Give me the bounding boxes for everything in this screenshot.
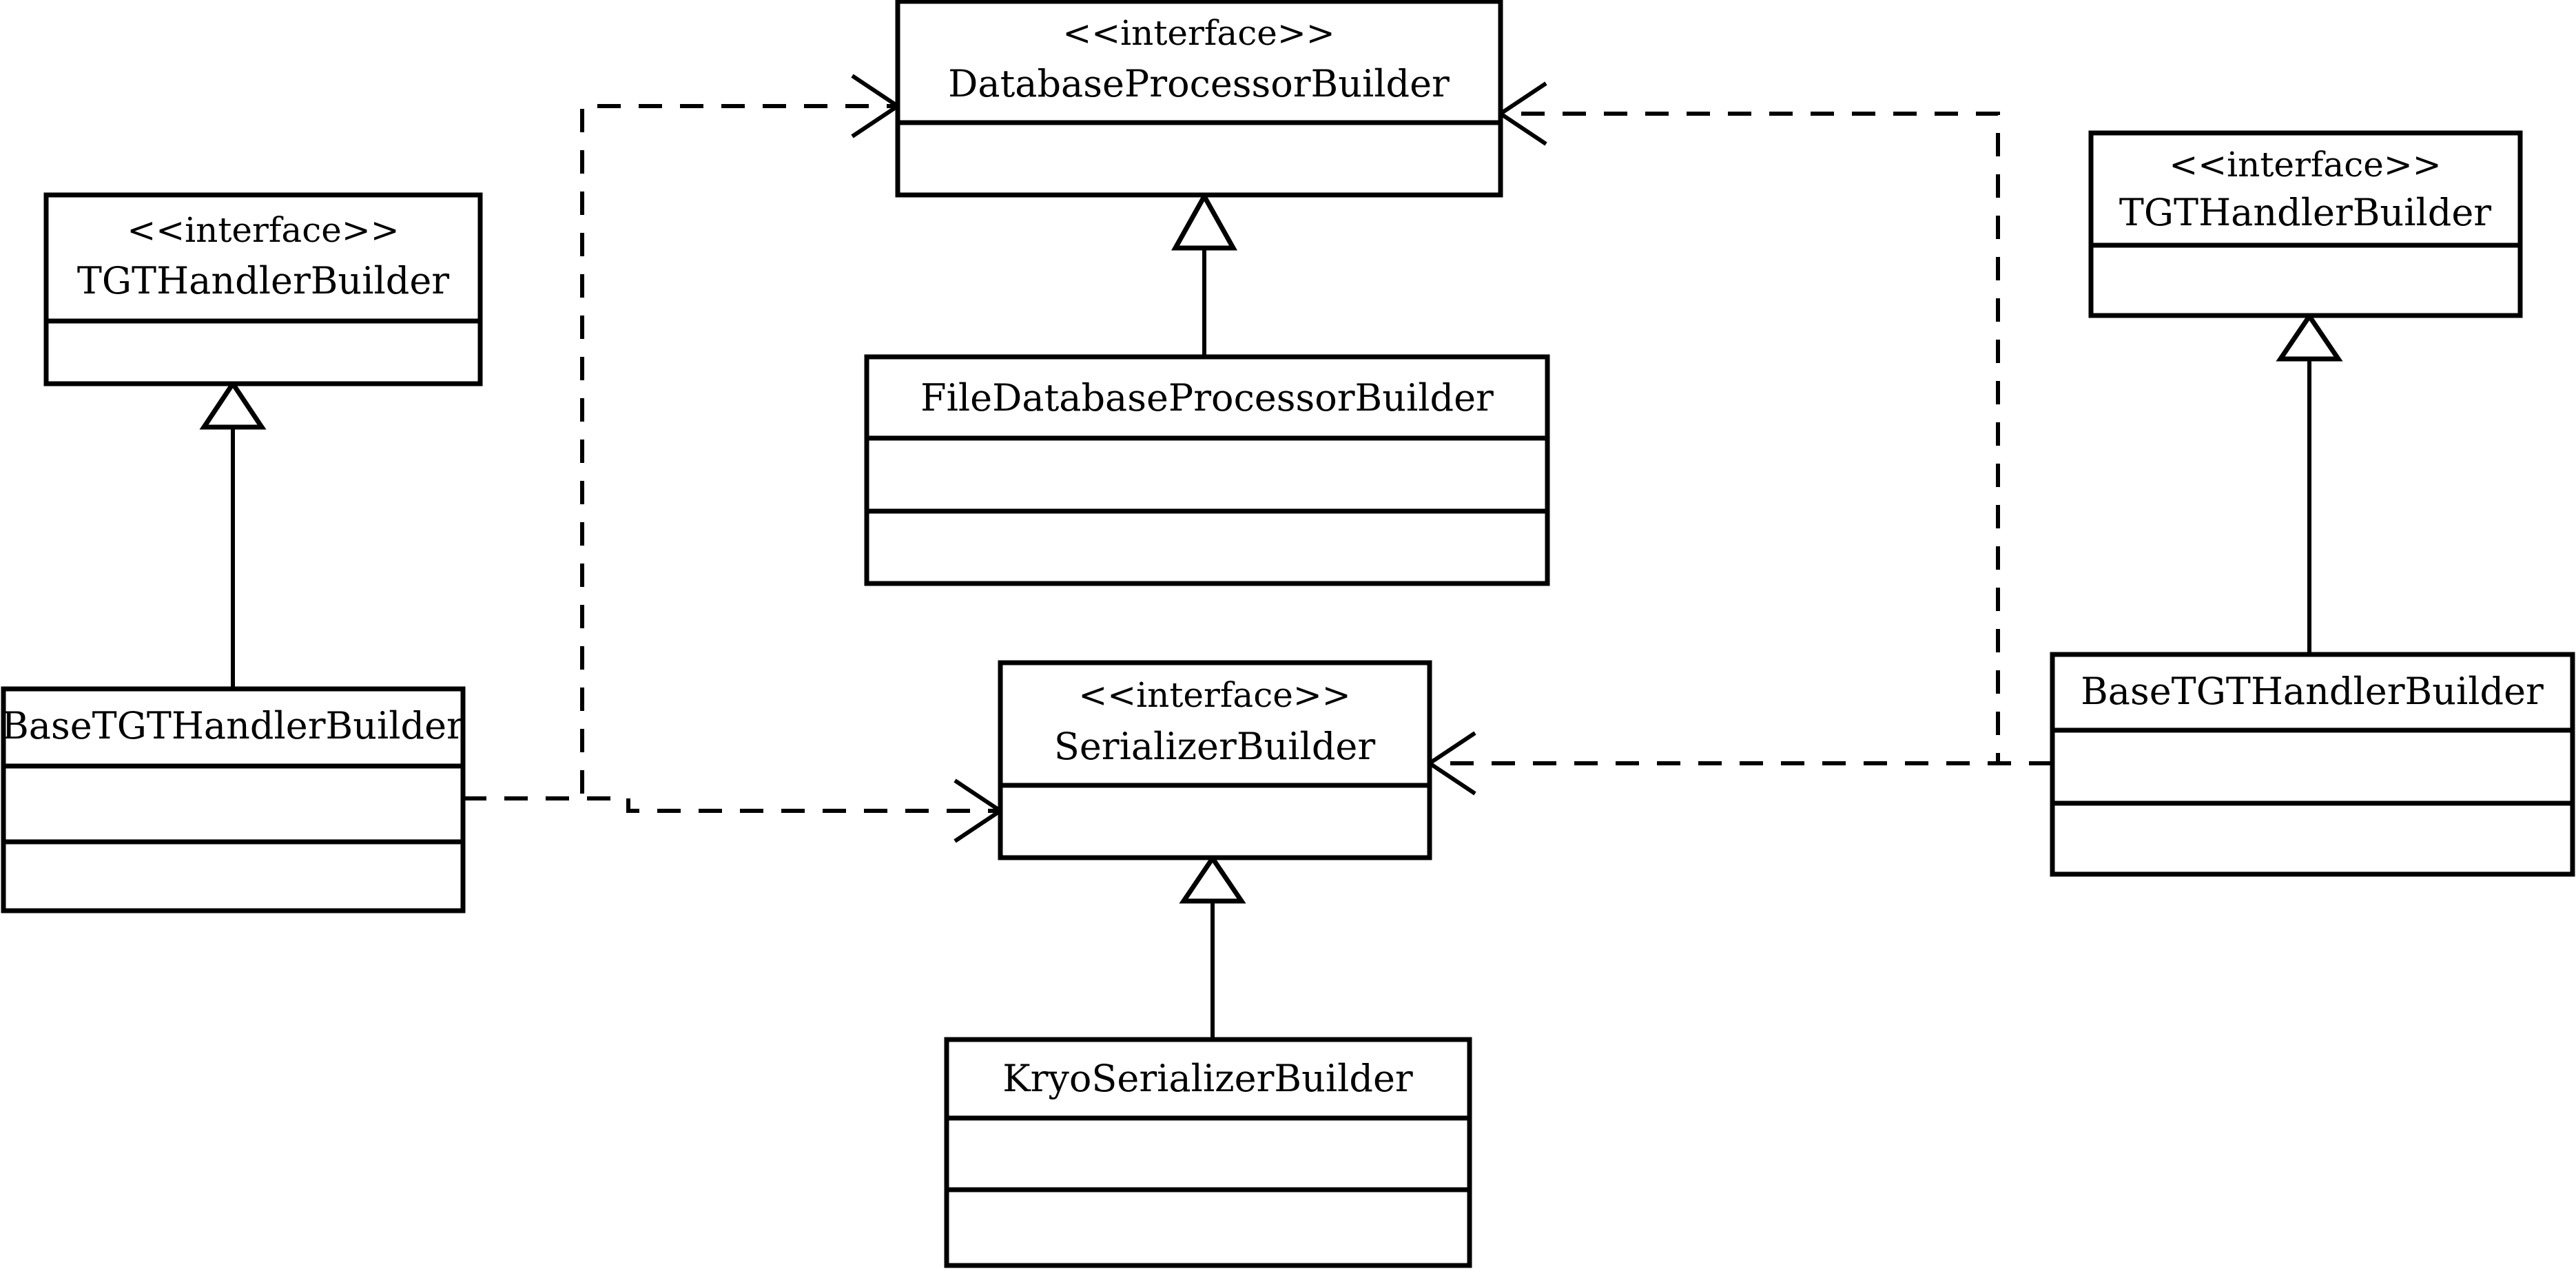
dependency-base-tgt-left-to-db-processor bbox=[463, 74, 902, 800]
class-box-tgt-handler-builder-left[interactable]: <<interface>> TGTHandlerBuilder bbox=[43, 192, 483, 386]
class-name: BaseTGTHandlerBuilder bbox=[2081, 670, 2544, 713]
class-box-base-tgt-handler-builder-right[interactable]: BaseTGTHandlerBuilder bbox=[2050, 652, 2575, 877]
dependency-base-tgt-left-to-serializer bbox=[463, 778, 1004, 843]
class-name: TGTHandlerBuilder bbox=[2119, 191, 2491, 234]
generalization-base-tgt-right-to-tgt-right bbox=[2276, 311, 2343, 654]
class-box-serializer-builder[interactable]: <<interface>> SerializerBuilder bbox=[998, 660, 1432, 860]
class-stereotype: <<interface>> bbox=[1062, 13, 1335, 53]
class-stereotype: <<interface>> bbox=[2169, 145, 2441, 185]
class-stereotype: <<interface>> bbox=[1078, 675, 1350, 715]
class-box-base-tgt-handler-builder-left[interactable]: BaseTGTHandlerBuilder bbox=[1, 686, 466, 913]
generalization-file-db-to-db-processor bbox=[1171, 191, 1237, 357]
class-box-kryo-serializer-builder[interactable]: KryoSerializerBuilder bbox=[944, 1037, 1472, 1268]
class-name: FileDatabaseProcessorBuilder bbox=[920, 376, 1494, 420]
class-name: DatabaseProcessorBuilder bbox=[948, 62, 1450, 105]
class-box-database-processor-builder[interactable]: <<interface>> DatabaseProcessorBuilder bbox=[895, 0, 1503, 198]
class-stereotype: <<interface>> bbox=[127, 210, 399, 250]
dependency-base-tgt-right-to-db-processor bbox=[1496, 81, 2052, 765]
class-box-file-database-processor-builder[interactable]: FileDatabaseProcessorBuilder bbox=[864, 354, 1550, 586]
class-name: TGTHandlerBuilder bbox=[77, 259, 449, 302]
generalization-kryo-to-serializer bbox=[1179, 854, 1246, 1040]
class-box-tgt-handler-builder-right[interactable]: <<interface>> TGTHandlerBuilder bbox=[2088, 130, 2523, 318]
generalization-base-tgt-left-to-tgt-left bbox=[199, 379, 267, 689]
dependency-base-tgt-right-to-serializer bbox=[1425, 731, 2052, 796]
class-name: SerializerBuilder bbox=[1054, 725, 1376, 768]
class-name: BaseTGTHandlerBuilder bbox=[1, 704, 464, 747]
class-name: KryoSerializerBuilder bbox=[1002, 1057, 1413, 1100]
